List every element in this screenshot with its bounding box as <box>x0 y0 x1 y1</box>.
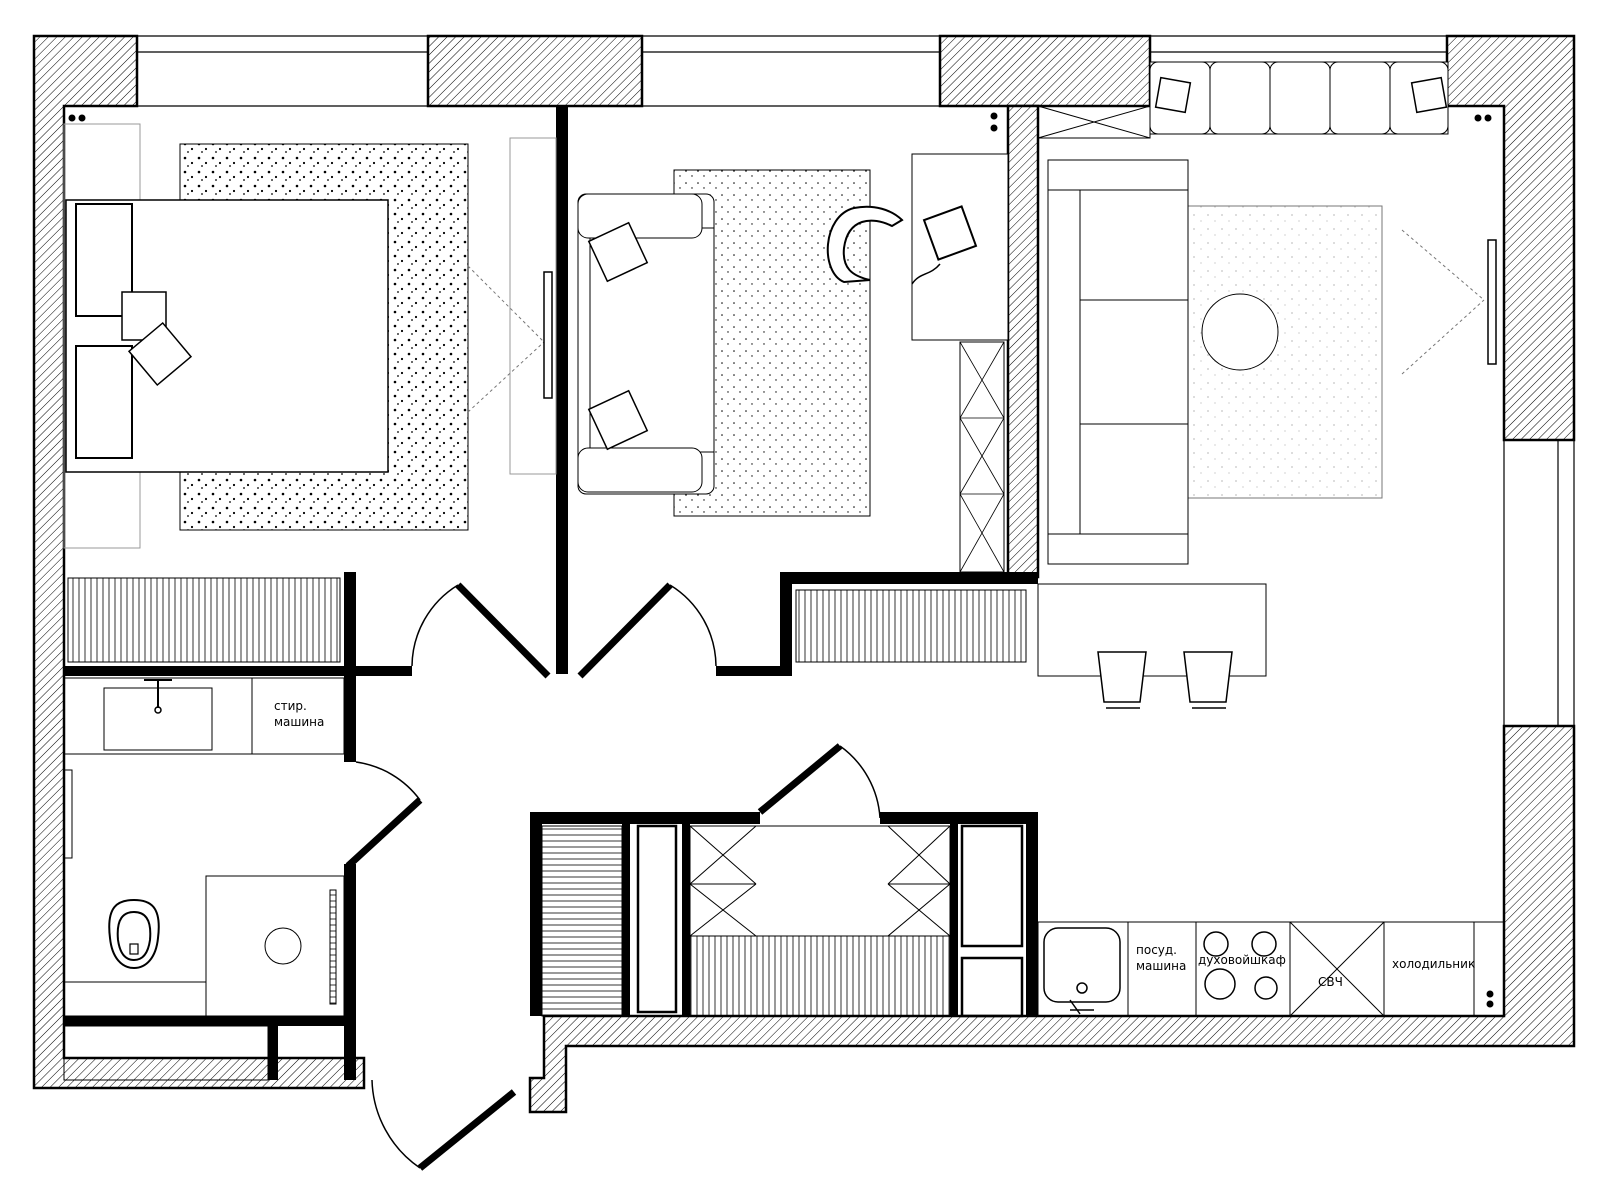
dishwasher-label: посуд. <box>1136 943 1177 957</box>
shelving <box>959 341 1005 573</box>
dishwasher-label: машина <box>1136 959 1186 973</box>
bed-pillow <box>75 345 133 459</box>
bar-stool <box>1097 651 1147 703</box>
sofa-arm <box>577 193 703 239</box>
wall-bedroom-living <box>1006 104 1040 579</box>
bar-counter <box>1037 583 1267 677</box>
sofa-cushion <box>587 389 649 451</box>
bed <box>65 199 389 473</box>
kitchen-counter <box>1037 921 1505 1017</box>
coffee-table <box>1201 293 1279 371</box>
microwave-label: СВЧ <box>1318 975 1343 989</box>
corner-sofa <box>1047 159 1189 565</box>
bedroom-middle <box>577 112 1027 663</box>
vanity <box>63 677 345 755</box>
bench-cushion <box>1154 76 1192 114</box>
sofa-arm <box>577 447 703 493</box>
shower-drain <box>264 927 302 965</box>
faucet <box>144 679 172 708</box>
wall-northeast <box>1445 34 1576 442</box>
shower-glass <box>329 889 337 1005</box>
hall-storage <box>541 824 1024 1018</box>
wall-north-pier-2 <box>938 34 1152 108</box>
fridge-label: холодильник <box>1392 957 1475 971</box>
tv-screen <box>543 271 553 399</box>
shoe-rack <box>541 825 623 1017</box>
radiator <box>795 589 1027 663</box>
shower-tray <box>205 875 345 1017</box>
chair <box>826 205 904 284</box>
sofa-cushion <box>587 221 649 283</box>
cooktop-burner <box>1203 931 1229 957</box>
sink <box>1043 927 1121 1003</box>
storage-cabinet <box>1037 105 1151 139</box>
doors <box>345 582 881 1171</box>
oven-label: духовой <box>1198 953 1250 967</box>
bench-cushion <box>1410 76 1448 114</box>
cabinet-label: шкаф <box>1250 953 1286 967</box>
bedroom-left <box>63 114 557 663</box>
laptop <box>922 205 978 261</box>
cooktop-burner <box>1204 968 1236 1000</box>
bar-stool <box>1183 651 1233 703</box>
cushion <box>127 321 193 387</box>
toilet <box>108 898 160 970</box>
bed-pillow <box>75 203 133 317</box>
washer-label: машина <box>274 715 324 729</box>
interior-walls <box>64 106 1038 1080</box>
washer-label: стир. <box>274 699 307 713</box>
kitchen <box>1037 583 1505 1017</box>
desk-panel <box>509 137 557 475</box>
wall-north-pier-1 <box>426 34 644 108</box>
tv-screen <box>1487 239 1497 365</box>
cooktop-burner <box>1254 976 1278 1000</box>
window-bench <box>1149 61 1449 135</box>
radiator <box>67 577 341 663</box>
living-room <box>1037 61 1497 565</box>
labels: стир. машина посуд. машина духовой шкаф … <box>274 699 1475 989</box>
cooktop-burner <box>1251 931 1277 957</box>
bathroom <box>63 677 345 1081</box>
